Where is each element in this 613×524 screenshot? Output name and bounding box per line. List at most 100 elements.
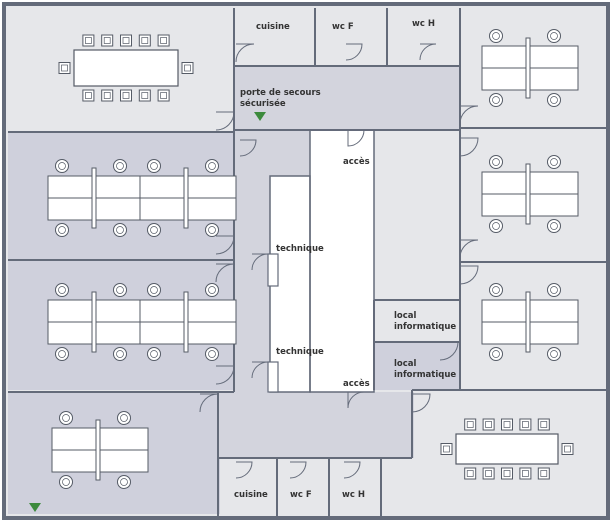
chair-seat-icon xyxy=(141,92,149,99)
meeting-table xyxy=(73,49,179,87)
chair-seat-icon xyxy=(103,92,111,99)
label-local-info-top-line1: local xyxy=(394,311,417,321)
circle-chair-icon xyxy=(205,283,219,297)
corridor-bottom xyxy=(218,392,414,458)
chair-icon xyxy=(58,62,71,74)
technique-door-top xyxy=(267,253,279,287)
chair-icon xyxy=(101,34,114,47)
door-swing-icon xyxy=(347,129,365,147)
circle-chair-icon xyxy=(205,223,219,237)
chair-seat-icon xyxy=(122,37,130,44)
doors xyxy=(199,43,479,479)
chair-seat-icon xyxy=(85,92,92,99)
circle-chair-icon xyxy=(147,159,161,173)
desk xyxy=(529,299,579,323)
chair-seat-icon xyxy=(160,37,167,44)
chair-icon xyxy=(482,467,495,480)
door-swing-icon xyxy=(459,265,479,285)
door-swing-icon xyxy=(289,461,307,479)
circle-chair-icon xyxy=(55,347,69,361)
door-swing-icon xyxy=(235,43,255,63)
desk xyxy=(529,171,579,195)
desk-divider xyxy=(95,419,101,481)
circle-chair-icon xyxy=(59,411,73,425)
label-local-info-bottom-line2: informatique xyxy=(394,370,456,380)
door-swing-icon xyxy=(347,391,365,409)
chair-seat-icon xyxy=(540,421,548,428)
label-local-info-top-line2: informatique xyxy=(394,322,456,332)
desk xyxy=(139,299,189,323)
chair-seat-icon xyxy=(503,470,511,477)
circle-chair-icon xyxy=(550,96,558,104)
chair-icon xyxy=(519,467,532,480)
desk xyxy=(99,427,149,451)
chair-seat-icon xyxy=(61,64,68,72)
desk xyxy=(139,197,189,221)
chair-icon xyxy=(519,418,532,431)
chair-icon xyxy=(537,418,550,431)
chair-icon xyxy=(120,89,132,102)
circle-chair-icon xyxy=(489,219,503,233)
door-swing-icon xyxy=(345,43,363,61)
desk xyxy=(95,175,145,199)
circle-chair-icon xyxy=(120,414,128,422)
label-acces-bottom: accès xyxy=(343,378,370,389)
chair-icon xyxy=(464,467,477,480)
label-technique-top: technique xyxy=(276,244,324,254)
chair-seat-icon xyxy=(103,37,111,44)
label-local-info-bottom-line1: local xyxy=(394,359,417,369)
desk xyxy=(95,299,145,323)
circle-chair-icon xyxy=(147,283,161,297)
desk-divider xyxy=(525,37,531,99)
circle-chair-icon xyxy=(550,222,558,230)
chair-seat-icon xyxy=(503,421,511,428)
chair-icon xyxy=(101,89,114,102)
circle-chair-icon xyxy=(547,93,561,107)
chair-icon xyxy=(82,34,95,47)
desk xyxy=(47,175,97,199)
circle-chair-icon xyxy=(489,283,503,297)
door-swing-icon xyxy=(199,393,219,413)
circle-chair-icon xyxy=(492,286,500,294)
desk xyxy=(95,197,145,221)
desk-divider xyxy=(183,167,189,229)
chair-seat-icon xyxy=(466,470,474,477)
circle-chair-icon xyxy=(117,475,131,489)
circle-chair-icon xyxy=(550,32,558,40)
chair-icon xyxy=(537,467,550,480)
circle-chair-icon xyxy=(113,223,127,237)
desk xyxy=(139,175,189,199)
circle-chair-icon xyxy=(547,219,561,233)
desk xyxy=(51,427,101,451)
circle-chair-icon xyxy=(547,155,561,169)
label-emergency-exit-line1: porte de secours xyxy=(240,88,321,98)
cuisine-top-room xyxy=(236,8,314,66)
central-corridor xyxy=(234,66,460,130)
circle-chair-icon xyxy=(208,162,216,170)
desk-divider xyxy=(525,291,531,353)
wc-f-bottom-room xyxy=(278,460,328,516)
label-wc-h-top: wc H xyxy=(412,19,435,29)
chair-seat-icon xyxy=(522,421,529,428)
circle-chair-icon xyxy=(547,347,561,361)
circle-chair-icon xyxy=(489,155,503,169)
desk xyxy=(95,321,145,345)
chair-seat-icon xyxy=(540,470,548,477)
circle-chair-icon xyxy=(205,159,219,173)
circle-chair-icon xyxy=(116,162,124,170)
chair-icon xyxy=(501,418,513,431)
circle-chair-icon xyxy=(547,283,561,297)
circle-chair-icon xyxy=(58,350,66,358)
circle-chair-icon xyxy=(55,223,69,237)
door-swing-icon xyxy=(411,393,431,413)
triangle-down-icon xyxy=(29,503,41,512)
chair-icon xyxy=(138,89,151,102)
circle-chair-icon xyxy=(489,29,503,43)
chair-icon xyxy=(501,467,513,480)
circle-chair-icon xyxy=(62,414,70,422)
door-swing-icon xyxy=(215,235,235,255)
exit-markers xyxy=(29,112,266,512)
circle-chair-icon xyxy=(113,347,127,361)
chair-seat-icon xyxy=(443,445,450,453)
